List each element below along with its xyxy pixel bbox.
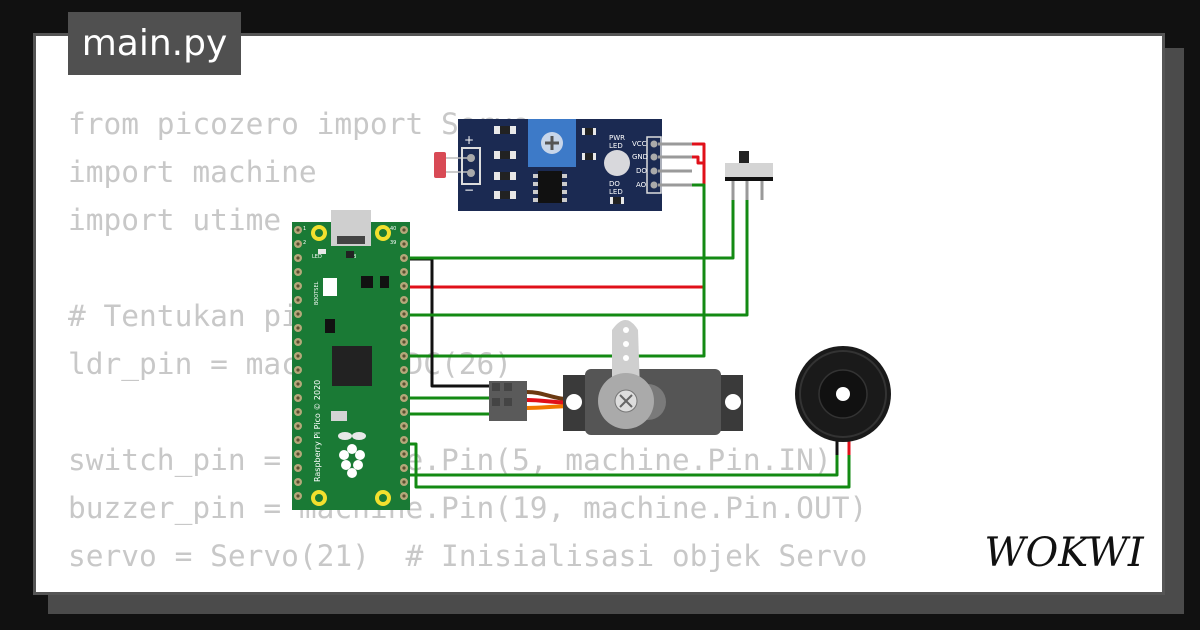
pico-pin-hole xyxy=(296,438,300,442)
svg-text:AO: AO xyxy=(636,181,647,189)
photoresistor-icon xyxy=(434,152,446,178)
pico-pin-hole xyxy=(296,382,300,386)
wire-switch-signal[interactable] xyxy=(400,198,749,317)
code-line-10: servo = Servo(21) # Inisialisasi objek S… xyxy=(68,539,868,573)
pico-pin-hole xyxy=(296,480,300,484)
pico-pin-hole xyxy=(402,452,406,456)
pico-pin-hole xyxy=(296,452,300,456)
wokwi-logo: WOKWI xyxy=(984,530,1144,576)
svg-text:DO: DO xyxy=(609,180,620,188)
pico-pin-hole xyxy=(402,326,406,330)
pico-pin-hole xyxy=(402,396,406,400)
servo-motor[interactable] xyxy=(489,320,743,435)
pwr-led-icon xyxy=(604,150,630,176)
pico-pin-hole xyxy=(296,298,300,302)
svg-text:1: 1 xyxy=(303,226,306,232)
pico-pin-hole xyxy=(402,284,406,288)
bootsel-button[interactable] xyxy=(323,278,337,296)
pico-pin-hole xyxy=(402,368,406,372)
pico-pin-hole xyxy=(296,326,300,330)
pico-pin-hole xyxy=(402,256,406,260)
svg-text:BOOTSEL: BOOTSEL xyxy=(314,281,320,305)
wire-buzzer-signal[interactable] xyxy=(400,452,839,477)
wire-ldr-ao[interactable] xyxy=(400,183,706,358)
file-tab-main-py[interactable]: main.py xyxy=(68,12,241,75)
code-line-2: import machine xyxy=(68,155,317,189)
svg-text:VCC: VCC xyxy=(632,140,647,148)
raspberry-pi-pico[interactable]: LED USB 2 39 1 40 BOOTSEL Raspberry Pi P… xyxy=(292,210,410,510)
pico-pin-hole xyxy=(402,298,406,302)
svg-text:PWR: PWR xyxy=(609,134,625,142)
pico-pin-hole xyxy=(296,284,300,288)
pico-pin-hole xyxy=(402,340,406,344)
pico-pin-hole xyxy=(402,494,406,498)
svg-text:2: 2 xyxy=(303,240,306,246)
wire-buzzer-gnd[interactable] xyxy=(400,442,851,489)
pico-pin-hole xyxy=(296,354,300,358)
pico-right-pins xyxy=(400,226,408,500)
pico-pin-hole xyxy=(402,270,406,274)
wire-ldr-gnd[interactable] xyxy=(692,155,704,165)
wire-switch-gnd[interactable] xyxy=(400,198,735,260)
svg-text:GND: GND xyxy=(632,153,648,161)
slide-switch[interactable] xyxy=(725,151,773,200)
pico-pin-hole xyxy=(296,396,300,400)
code-line-3: import utime xyxy=(68,203,282,237)
pico-pin-hole xyxy=(402,228,406,232)
ldr-plus-label: + xyxy=(464,133,474,147)
pico-pin-hole xyxy=(296,242,300,246)
pico-pin-hole xyxy=(296,312,300,316)
svg-text:LED: LED xyxy=(609,142,623,150)
svg-text:LED: LED xyxy=(609,188,623,196)
pico-pin-hole xyxy=(402,242,406,246)
pico-pin-hole xyxy=(296,494,300,498)
pico-pin-hole xyxy=(296,270,300,274)
pico-pin-hole xyxy=(402,312,406,316)
svg-text:DO: DO xyxy=(636,167,647,175)
pico-pin-hole xyxy=(296,368,300,372)
raspberry-logo-icon xyxy=(338,432,366,478)
svg-text:LED: LED xyxy=(312,254,322,260)
pico-left-pins xyxy=(294,226,302,500)
ldr-minus-label: − xyxy=(464,183,474,197)
pico-pin-hole xyxy=(402,466,406,470)
wiring xyxy=(400,142,851,489)
pico-pin-hole xyxy=(296,466,300,470)
pico-pin-hole xyxy=(402,354,406,358)
pico-pin-hole xyxy=(296,410,300,414)
pico-pin-hole xyxy=(402,438,406,442)
pico-board-text: Raspberry Pi Pico © 2020 xyxy=(313,380,322,482)
svg-text:39: 39 xyxy=(390,240,396,246)
pico-pin-hole xyxy=(402,410,406,414)
pico-pin-hole xyxy=(296,256,300,260)
piezo-buzzer[interactable] xyxy=(795,346,891,455)
wire-servo-gnd[interactable] xyxy=(400,257,500,388)
ldr-sensor-module[interactable]: + − PWR LED DO LED VCC GND DO AO xyxy=(434,119,692,211)
buzzer-speaker-icon xyxy=(836,387,850,401)
svg-text:40: 40 xyxy=(390,226,396,232)
pico-pin-hole xyxy=(296,228,300,232)
pico-pin-hole xyxy=(296,340,300,344)
pico-pin-hole xyxy=(402,382,406,386)
pico-pin-hole xyxy=(296,424,300,428)
pico-pin-hole xyxy=(402,424,406,428)
rp2040-chip-icon xyxy=(332,346,372,386)
pico-pin-hole xyxy=(402,480,406,484)
wokwi-logo-text: WOKWI xyxy=(984,530,1144,576)
code-line-9: buzzer_pin = machine.Pin(19, machine.Pin… xyxy=(68,491,868,525)
